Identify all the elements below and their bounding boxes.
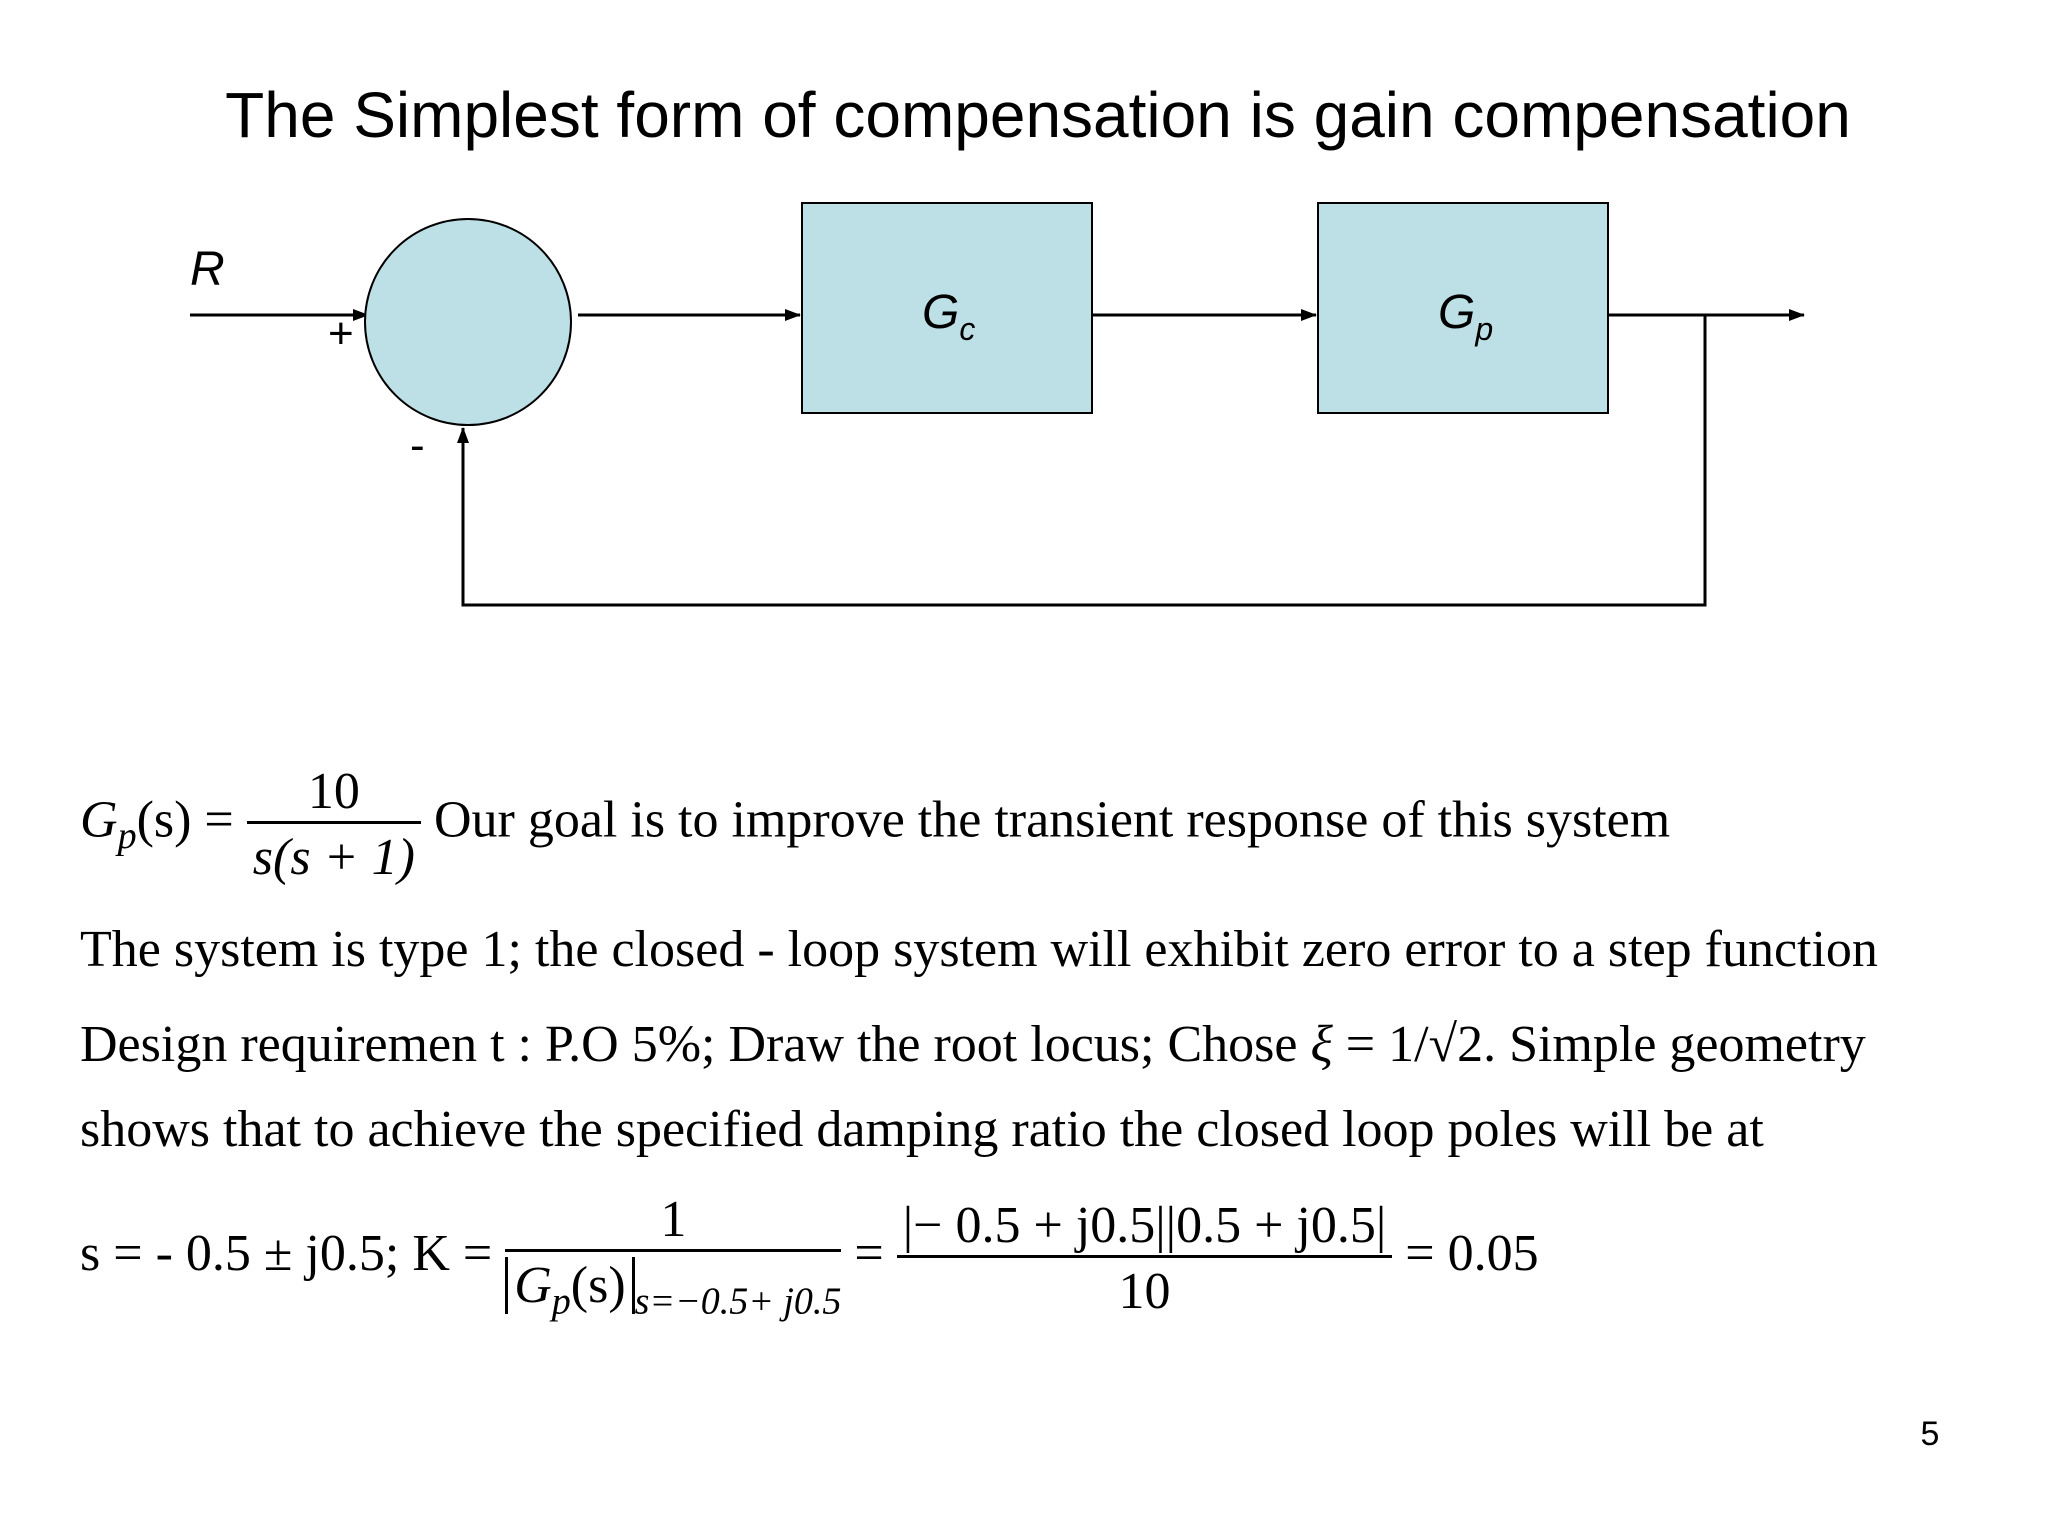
system-type-line: The system is type 1; the closed - loop … [80, 921, 1878, 978]
gp-eval-symbol: G [514, 1257, 552, 1314]
block-diagram: R + - Gc Gp [190, 202, 1805, 607]
plus-sign: + [328, 309, 354, 358]
plant-numerator: 10 [307, 763, 360, 820]
summing-junction [364, 218, 572, 426]
minus-sign: - [410, 421, 425, 470]
gp-argument: (s) = [136, 791, 234, 849]
equals-sign: = [854, 1225, 884, 1282]
input-label-r: R [190, 243, 225, 296]
slide-title: The Simplest form of compensation is gai… [225, 79, 1851, 151]
gp-subscript: p [117, 814, 137, 857]
plant-fraction: 10 s(s + 1) [246, 762, 421, 887]
feedback-path [457, 315, 1707, 607]
gp-eval-subscript: p [551, 1280, 571, 1323]
plant-block-gp [1317, 202, 1609, 414]
design-requirement-line: Design requiremen t : P.O 5%; Draw the r… [80, 1015, 1866, 1074]
gain-fraction-2-numerator: |− 0.5 + j0.5||0.5 + j0.5| [902, 1196, 1387, 1254]
evaluation-point: s=−0.5+ j0.5 [634, 1280, 842, 1323]
gp-symbol: G [80, 791, 118, 849]
gain-fraction-2: |− 0.5 + j0.5||0.5 + j0.5| 10 [896, 1196, 1393, 1321]
gain-fraction-1-numerator: 1 [660, 1191, 687, 1248]
page-number: 5 [1920, 1415, 1940, 1453]
gain-fraction-1: 1 Gp(s)s=−0.5+ j0.5 [505, 1190, 842, 1323]
gain-fraction-2-denominator: 10 [896, 1254, 1393, 1321]
gc-label: Gc [922, 286, 975, 347]
gain-calculation-line: s = - 0.5 ± j0.5; K = 1 Gp(s)s=−0.5+ j0.… [80, 1190, 1539, 1323]
design-requirement-text: Design requiremen t : P.O 5%; Draw the r… [80, 1016, 1311, 1073]
plant-denominator: s(s + 1) [246, 821, 421, 887]
closed-loop-poles-line: shows that to achieve the specified damp… [80, 1101, 1764, 1158]
plant-transfer-function-line: Gp(s) = 10 s(s + 1) Our goal is to impro… [80, 762, 1670, 887]
damping-value-text: = 1/√2. Simple geometry [1332, 1016, 1866, 1073]
controller-block-gc [801, 202, 1093, 414]
goal-sentence: Our goal is to improve the transient res… [433, 791, 1671, 849]
gp-label: Gp [1438, 286, 1493, 347]
gp-eval-argument: (s) [570, 1257, 626, 1314]
damping-symbol: ξ [1310, 1016, 1333, 1073]
pole-locations: s = - 0.5 ± j0.5; K = [80, 1225, 493, 1282]
gain-result: = 0.05 [1405, 1225, 1539, 1282]
gain-fraction-1-denominator: Gp(s)s=−0.5+ j0.5 [505, 1249, 842, 1323]
